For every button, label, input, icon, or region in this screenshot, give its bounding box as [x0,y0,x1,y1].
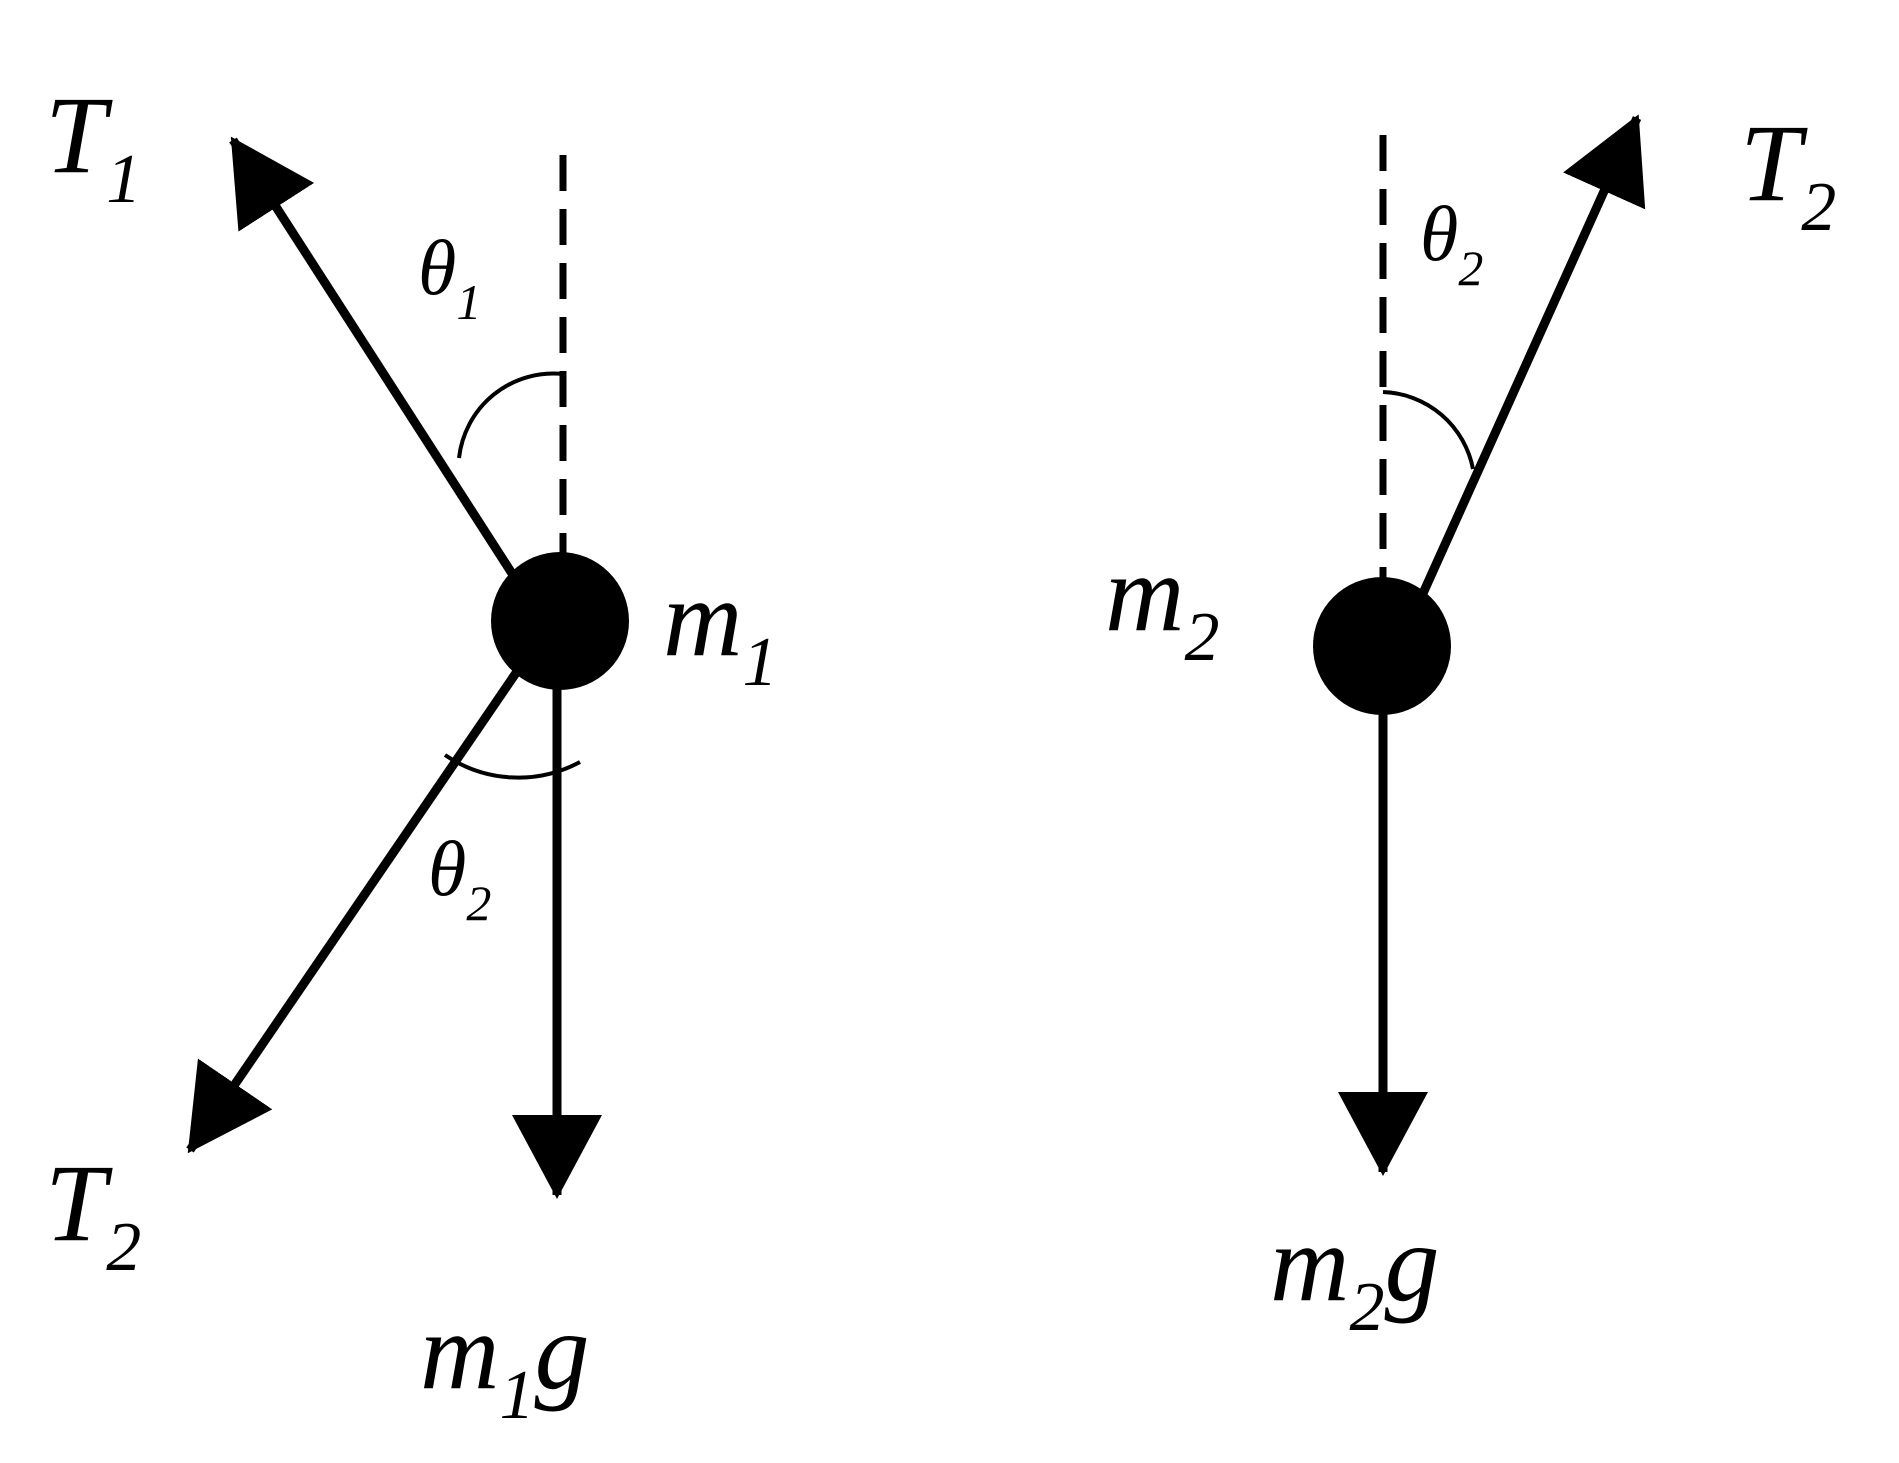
theta-2-angle-arc-on-body-2 [1382,390,1475,470]
theta-1-label: θ1 [418,224,481,330]
theta-2-angle-arc-on-body-1 [443,753,581,780]
body-1-diagram: T1 θ1 m1 θ2 T2 m1g [45,74,777,1434]
m1g-label: m1g [420,1290,589,1434]
mass-m1-ball [491,552,629,690]
t1-label: T1 [45,74,141,218]
m2-label: m2 [1105,532,1219,676]
tension-t2-arrow-on-body-1 [186,667,522,1154]
t2-label-on-body-2: T2 [1740,102,1836,246]
t2-label-on-body-1: T2 [45,1142,141,1286]
mass-m2-ball [1313,577,1451,715]
theta-2-label-on-body-1: θ2 [428,825,491,931]
tension-t1-arrow [229,136,517,578]
m2g-label: m2g [1270,1202,1439,1346]
theta-1-angle-arc [457,371,564,459]
m1-label: m1 [663,557,777,701]
theta-2-label-on-body-2: θ2 [1420,190,1483,296]
body-2-diagram: θ2 T2 m2 m2g [1105,102,1836,1346]
tension-t2-arrow-on-body-2 [1415,114,1646,602]
